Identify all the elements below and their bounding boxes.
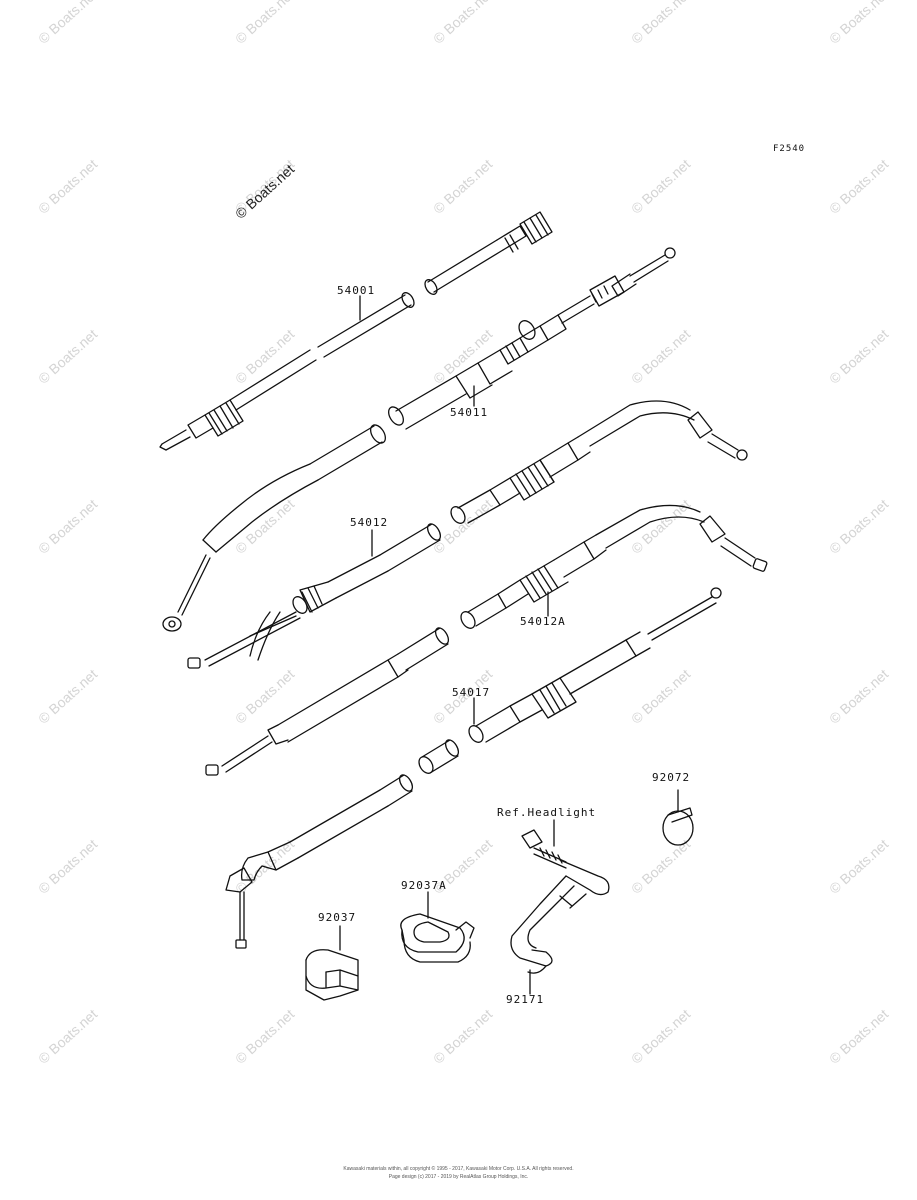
part-label-54017[interactable]: 54017 xyxy=(452,686,491,699)
bracket-92171[interactable] xyxy=(510,829,610,974)
clamp-92072[interactable] xyxy=(662,807,694,846)
clutch-cable[interactable] xyxy=(162,247,676,632)
part-label-54011[interactable]: 54011 xyxy=(450,406,489,419)
ref-headlight-label: Ref.Headlight xyxy=(497,806,597,819)
part-label-54001[interactable]: 54001 xyxy=(337,284,376,297)
clamp-92037[interactable] xyxy=(305,949,359,1001)
drawing-code: F2540 xyxy=(773,144,806,154)
footer-copyright: Kawasaki materials within, all copyright… xyxy=(343,1166,574,1172)
throttle-cable-open[interactable] xyxy=(187,400,748,669)
part-label-92037[interactable]: 92037 xyxy=(318,911,357,924)
speedometer-cable[interactable] xyxy=(159,211,553,451)
footer-design: Page design (c) 2017 - 2019 by RealAtlas… xyxy=(388,1174,529,1180)
grommet-92037a[interactable] xyxy=(400,913,475,963)
part-label-54012a[interactable]: 54012A xyxy=(520,615,566,628)
choke-cable[interactable] xyxy=(225,587,722,949)
throttle-cable-return[interactable] xyxy=(205,504,768,776)
part-label-92037a[interactable]: 92037A xyxy=(401,879,447,892)
part-label-92171[interactable]: 92171 xyxy=(506,993,545,1006)
part-label-92072[interactable]: 92072 xyxy=(652,771,691,784)
part-label-54012[interactable]: 54012 xyxy=(350,516,389,529)
